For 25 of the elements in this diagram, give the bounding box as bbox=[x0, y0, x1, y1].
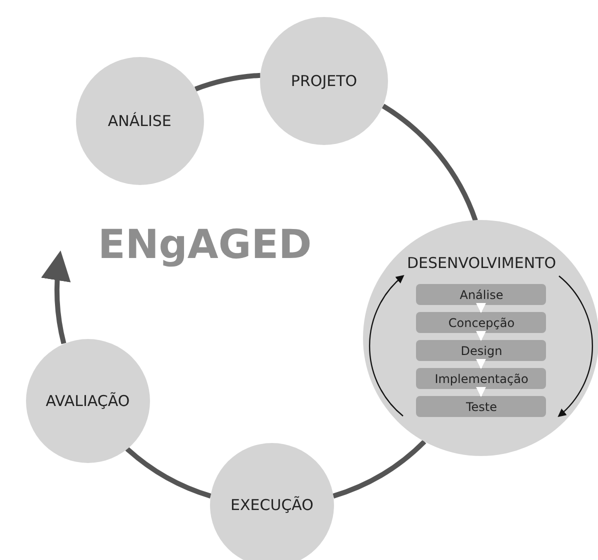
step-label: Teste bbox=[466, 400, 497, 414]
step-box bbox=[416, 340, 546, 362]
step-label: Análise bbox=[460, 288, 504, 302]
step-label: Concepção bbox=[448, 316, 515, 330]
arrow bbox=[476, 303, 486, 314]
connector-line bbox=[194, 72, 261, 92]
arrow bbox=[476, 387, 486, 398]
step-box bbox=[416, 312, 546, 334]
step-box bbox=[416, 396, 546, 418]
step-box bbox=[416, 368, 546, 390]
step-box bbox=[416, 284, 546, 306]
arrow bbox=[42, 250, 72, 344]
connector-line bbox=[332, 440, 426, 498]
step-label: Implementação bbox=[434, 372, 528, 386]
connector-line bbox=[382, 104, 478, 222]
stage-label: DESENVOLVIMENTO bbox=[406, 254, 558, 272]
stage-label: EXECUÇÃO bbox=[230, 496, 314, 514]
stage-label: ANÁLISE bbox=[108, 112, 172, 130]
stage-label: PROJETO bbox=[290, 72, 358, 90]
step-label: Design bbox=[460, 344, 502, 358]
arrow bbox=[476, 359, 486, 370]
method-name: ENgAGED bbox=[98, 222, 312, 268]
stage-label: AVALIAÇÃO bbox=[46, 392, 130, 410]
arrow bbox=[476, 331, 486, 342]
connector-line bbox=[125, 446, 212, 498]
